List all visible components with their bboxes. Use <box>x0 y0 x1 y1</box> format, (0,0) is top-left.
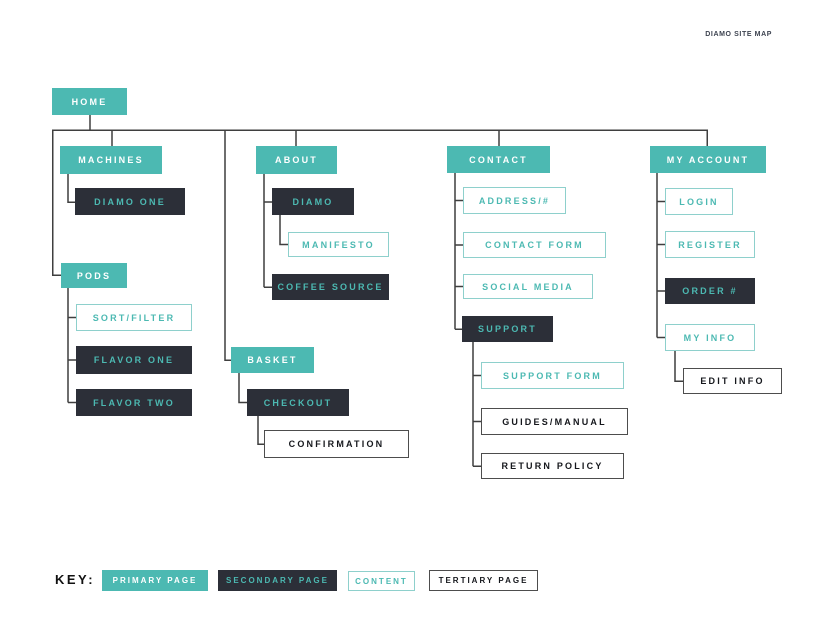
node-home: HOME <box>52 88 127 115</box>
node-contact: CONTACT <box>447 146 550 173</box>
node-register: REGISTER <box>665 231 755 258</box>
node-pods: PODS <box>61 263 127 288</box>
node-my-account: MY ACCOUNT <box>650 146 766 173</box>
node-basket: BASKET <box>231 347 314 373</box>
node-my-info: MY INFO <box>665 324 755 351</box>
node-checkout: CHECKOUT <box>247 389 349 416</box>
key-primary-page: PRIMARY PAGE <box>102 570 208 591</box>
node-edit-info: EDIT INFO <box>683 368 782 394</box>
map-title: DIAMO SITE MAP <box>705 31 772 38</box>
node-guides-manual: GUIDES/MANUAL <box>481 408 628 435</box>
node-manifesto: MANIFESTO <box>288 232 389 257</box>
node-machines: MACHINES <box>60 146 162 174</box>
key-tertiary-page: TERTIARY PAGE <box>429 570 538 591</box>
node-confirmation: CONFIRMATION <box>264 430 409 458</box>
node-return-policy: RETURN POLICY <box>481 453 624 479</box>
key-label: KEY: <box>55 572 96 587</box>
node-order-number: ORDER # <box>665 278 755 304</box>
node-about: ABOUT <box>256 146 337 174</box>
node-support: SUPPORT <box>462 316 553 342</box>
node-flavor-two: FLAVOR TWO <box>76 389 192 416</box>
node-sort-filter: SORT/FILTER <box>76 304 192 331</box>
node-diamo: DIAMO <box>272 188 354 215</box>
node-social-media: SOCIAL MEDIA <box>463 274 593 299</box>
key-content: CONTENT <box>348 571 415 591</box>
node-contact-form: CONTACT FORM <box>463 232 606 258</box>
node-flavor-one: FLAVOR ONE <box>76 346 192 374</box>
key-secondary-page: SECONDARY PAGE <box>218 570 337 591</box>
node-coffee-source: COFFEE SOURCE <box>272 274 389 300</box>
node-login: LOGIN <box>665 188 733 215</box>
node-diamo-one: DIAMO ONE <box>75 188 185 215</box>
node-support-form: SUPPORT FORM <box>481 362 624 389</box>
node-address: ADDRESS/# <box>463 187 566 214</box>
